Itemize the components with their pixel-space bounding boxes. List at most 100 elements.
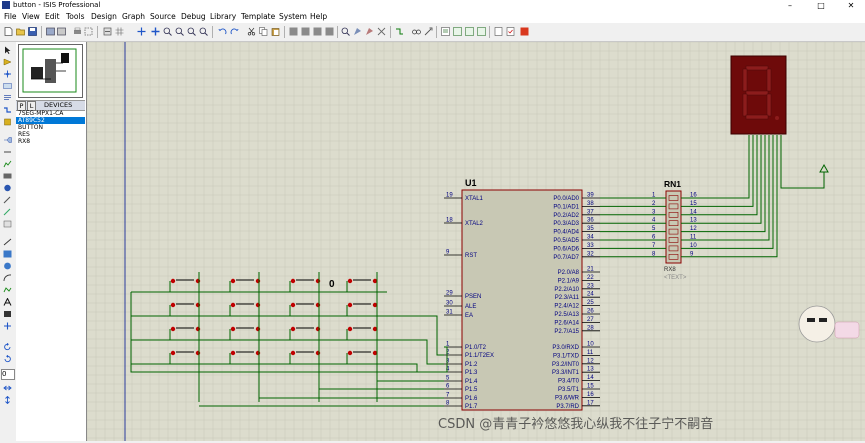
- menu-template[interactable]: Template: [241, 12, 276, 21]
- sub-circuit-icon[interactable]: [3, 118, 12, 126]
- rn1-pin-number: 6: [652, 235, 656, 241]
- undo-icon[interactable]: [218, 27, 227, 36]
- menu-debug[interactable]: Debug: [181, 12, 206, 21]
- terminals-icon[interactable]: [3, 136, 12, 144]
- virtual-instruments-icon[interactable]: [3, 220, 12, 228]
- search-tag-icon[interactable]: [412, 27, 421, 36]
- import-icon[interactable]: [46, 27, 55, 36]
- electrical-rule-check-icon[interactable]: [506, 27, 515, 36]
- package-tool-icon[interactable]: [365, 27, 374, 36]
- pick-device-icon[interactable]: [341, 27, 350, 36]
- zoom-all-icon[interactable]: [187, 27, 196, 36]
- minimize-button[interactable]: –: [788, 1, 792, 10]
- design-explorer-icon[interactable]: [441, 27, 450, 36]
- new-file-icon[interactable]: [4, 27, 13, 36]
- block-delete-icon[interactable]: [325, 27, 334, 36]
- menu-library[interactable]: Library: [210, 12, 237, 21]
- text-script-icon[interactable]: [3, 94, 12, 102]
- box-2d-icon[interactable]: [3, 250, 12, 258]
- text-2d-icon[interactable]: [3, 298, 12, 306]
- junction-dot-icon[interactable]: [3, 70, 12, 78]
- voltage-probe-icon[interactable]: [3, 196, 12, 204]
- display-segment: [745, 65, 769, 71]
- paste-icon[interactable]: [271, 27, 280, 36]
- close-button[interactable]: ✕: [847, 1, 855, 10]
- selection-mode-icon[interactable]: [3, 46, 12, 54]
- u1-pin-name: P1.7: [465, 404, 478, 410]
- bill-of-materials-icon[interactable]: [494, 27, 503, 36]
- path-2d-icon[interactable]: [3, 286, 12, 294]
- device-list-item[interactable]: RX8: [18, 138, 31, 145]
- copy-icon[interactable]: [259, 27, 268, 36]
- menu-view[interactable]: View: [22, 12, 40, 21]
- mirror-horizontal-icon[interactable]: [3, 384, 12, 392]
- tape-recorder-icon[interactable]: [3, 172, 12, 180]
- graph-mode-icon[interactable]: [3, 160, 12, 168]
- menu-edit[interactable]: Edit: [45, 12, 60, 21]
- overview-thumbnail: [22, 48, 77, 93]
- maximize-button[interactable]: □: [817, 1, 825, 10]
- decompose-icon[interactable]: [377, 27, 386, 36]
- device-list-item-selected[interactable]: AT89C52: [16, 117, 85, 124]
- circle-2d-icon[interactable]: [3, 262, 12, 270]
- menu-design[interactable]: Design: [91, 12, 117, 21]
- u1-pin-name: P1.0/T2: [465, 345, 487, 351]
- remove-sheet-icon[interactable]: [465, 27, 474, 36]
- zoom-area-icon[interactable]: [199, 27, 208, 36]
- menu-graph[interactable]: Graph: [122, 12, 146, 21]
- u1-pin-number: 11: [587, 350, 594, 356]
- generator-icon[interactable]: [3, 184, 12, 192]
- print-icon[interactable]: [73, 27, 82, 36]
- new-sheet-icon[interactable]: [453, 27, 462, 36]
- device-list-item[interactable]: 7SEG-MPX1-CA: [18, 110, 64, 117]
- print-area-icon[interactable]: [84, 27, 93, 36]
- export-icon[interactable]: [57, 27, 66, 36]
- device-list-item[interactable]: BUTTON: [18, 124, 43, 131]
- rotation-angle-field[interactable]: 0: [1, 369, 15, 380]
- arc-2d-icon[interactable]: [3, 274, 12, 282]
- buses-icon[interactable]: [3, 106, 12, 114]
- u1-pin-name: P0.5/AD5: [553, 238, 579, 244]
- wire-label-icon[interactable]: [3, 82, 12, 90]
- redo-icon[interactable]: [230, 27, 239, 36]
- cut-icon[interactable]: [247, 27, 256, 36]
- device-pins-icon[interactable]: [3, 148, 12, 156]
- menu-file[interactable]: File: [4, 12, 17, 21]
- menu-system[interactable]: System: [279, 12, 307, 21]
- wire-autorouter-icon[interactable]: [395, 27, 404, 36]
- pan-icon[interactable]: [151, 27, 160, 36]
- open-file-icon[interactable]: [16, 27, 25, 36]
- zoom-in-icon[interactable]: [163, 27, 172, 36]
- block-copy-icon[interactable]: [289, 27, 298, 36]
- zoom-out-icon[interactable]: [175, 27, 184, 36]
- device-list-item[interactable]: RES: [18, 131, 30, 138]
- netlist-to-ares-icon[interactable]: [520, 27, 529, 36]
- rn1-pin-number: 2: [652, 201, 656, 207]
- rotate-clockwise-icon[interactable]: [3, 343, 12, 351]
- menu-tools[interactable]: Tools: [66, 12, 85, 21]
- menu-source[interactable]: Source: [150, 12, 176, 21]
- save-file-icon[interactable]: [28, 27, 37, 36]
- grid-icon[interactable]: [115, 27, 124, 36]
- block-move-icon[interactable]: [301, 27, 310, 36]
- overview-window[interactable]: [18, 44, 83, 98]
- marker-2d-icon[interactable]: [3, 322, 12, 330]
- block-rotate-icon[interactable]: [313, 27, 322, 36]
- property-tool-icon[interactable]: [424, 27, 433, 36]
- isis-app-icon: [2, 1, 10, 9]
- origin-icon[interactable]: [137, 27, 146, 36]
- menu-help[interactable]: Help: [310, 12, 328, 21]
- mirror-vertical-icon[interactable]: [3, 396, 12, 404]
- symbol-2d-icon[interactable]: [3, 310, 12, 318]
- u1-pin-name: P3.1/TXD: [553, 353, 580, 359]
- rotate-anticlockwise-icon[interactable]: [3, 355, 12, 363]
- library-manager-tab[interactable]: L: [27, 101, 36, 111]
- component-mode-icon[interactable]: [3, 58, 12, 66]
- redraw-icon[interactable]: [103, 27, 112, 36]
- pick-devices-tab[interactable]: P: [17, 101, 26, 111]
- current-probe-icon[interactable]: [3, 208, 12, 216]
- exit-to-parent-icon[interactable]: [477, 27, 486, 36]
- line-2d-icon[interactable]: [3, 238, 12, 246]
- make-device-icon[interactable]: [353, 27, 362, 36]
